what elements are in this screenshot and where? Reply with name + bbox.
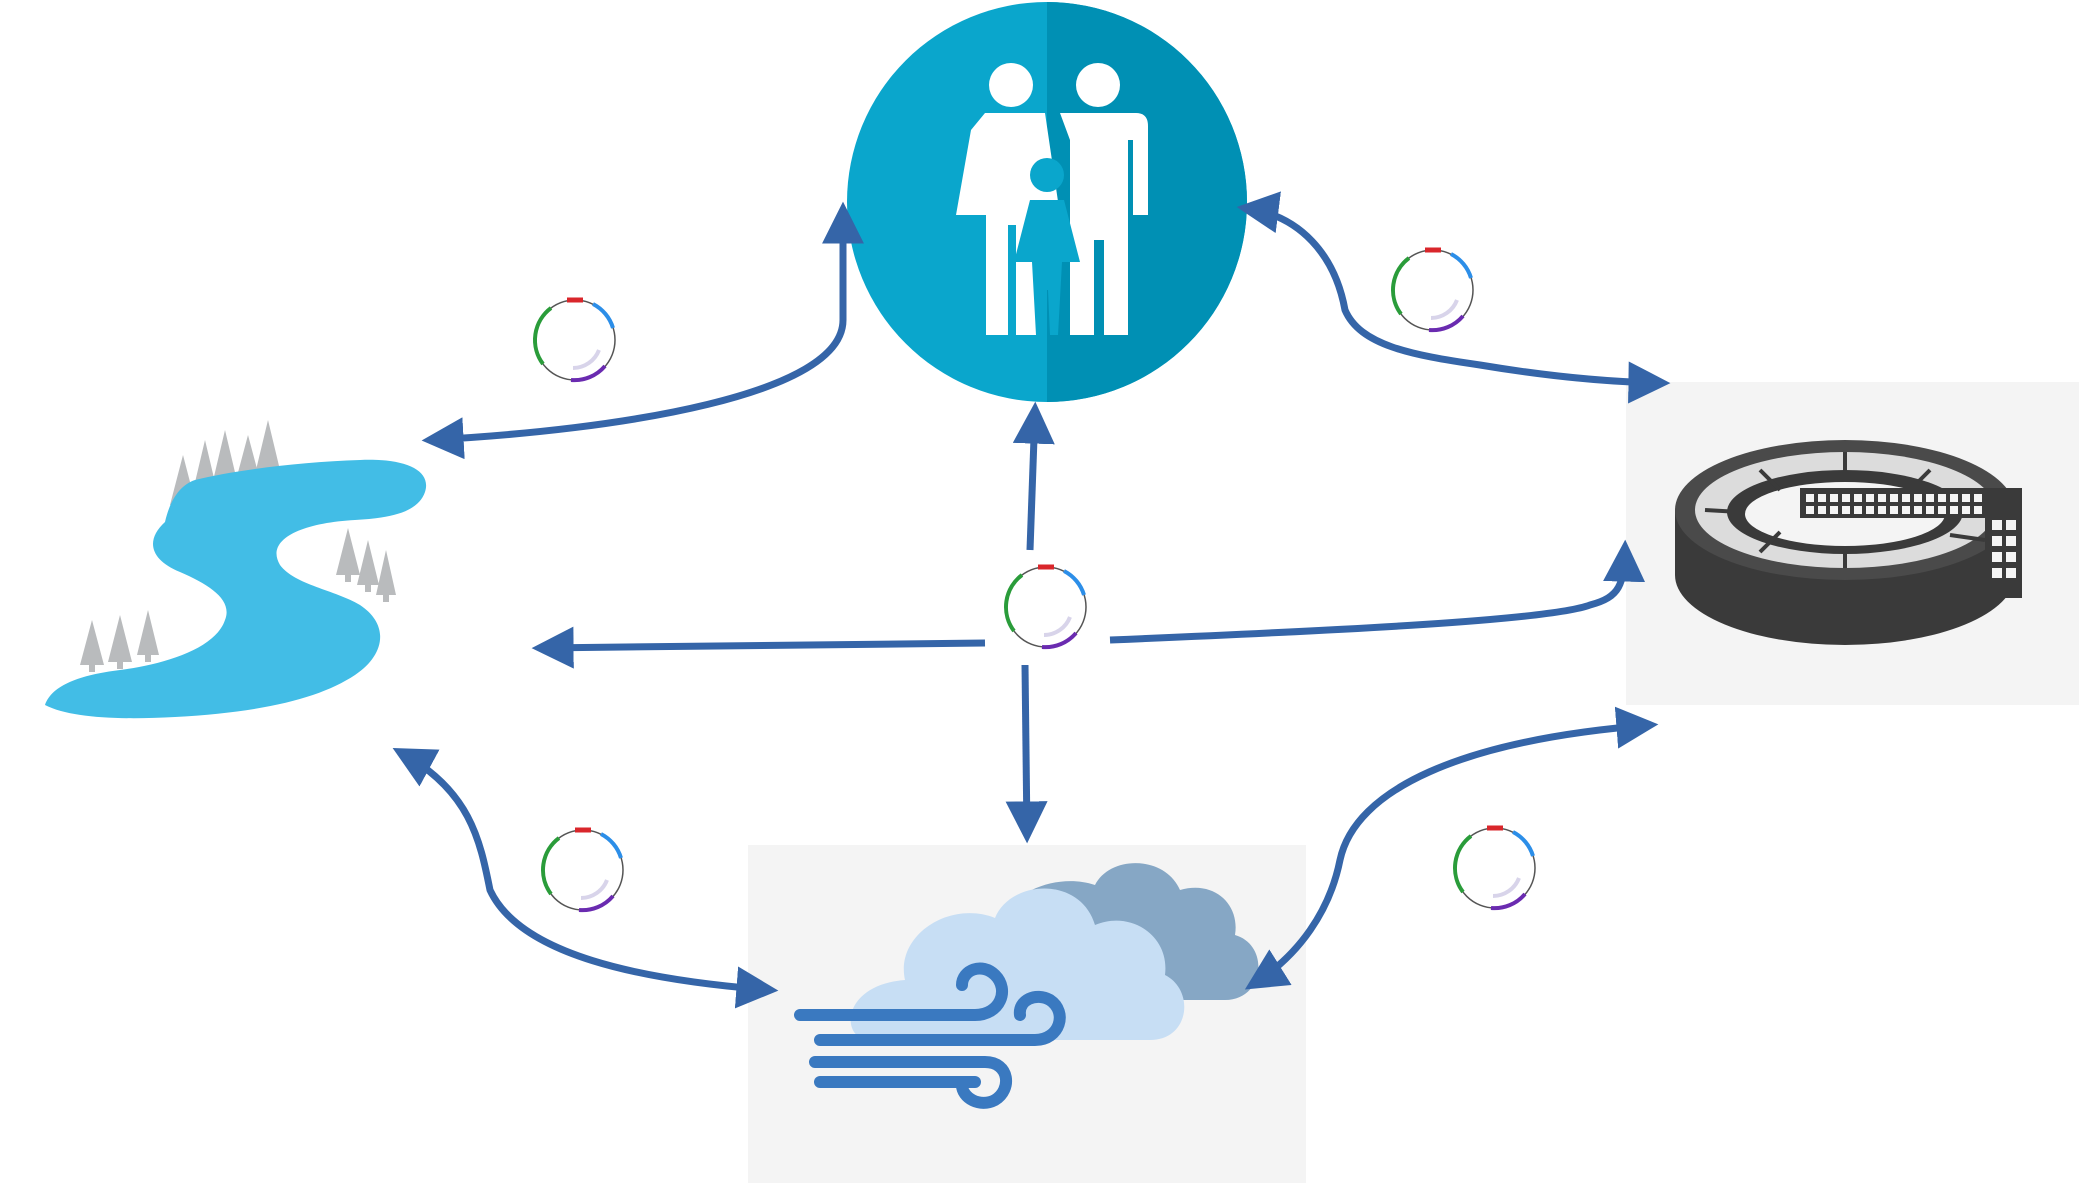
transfer-arrows [392,191,1671,1009]
arrow-humans-plant [1236,191,1671,404]
humans-node [847,2,1247,402]
river-node [45,420,427,719]
plasmid-icon [1391,247,1474,333]
plasmid-icon [1453,825,1536,911]
wastewater-treatment-plant-icon [1675,440,2022,645]
wind-cloud-icon [794,863,1259,1109]
river-icon [45,420,427,719]
family-icon [847,2,1247,402]
wastewater-plant-node [1675,440,2022,645]
arrow-center-river [531,626,986,669]
plasmid-icon [1004,564,1087,650]
plasmid-icon [533,297,616,383]
plasmid-icons [533,247,1536,913]
air-node [794,863,1259,1109]
plasmid-icon [541,827,624,913]
arrow-river-air [392,747,779,1009]
arrow-center-air [1005,664,1048,844]
arrow-air-plant [1244,706,1659,990]
arrow-humans-river [421,201,864,460]
arrow-center-plant [1109,539,1646,644]
arrow-center-humans [1012,401,1055,551]
